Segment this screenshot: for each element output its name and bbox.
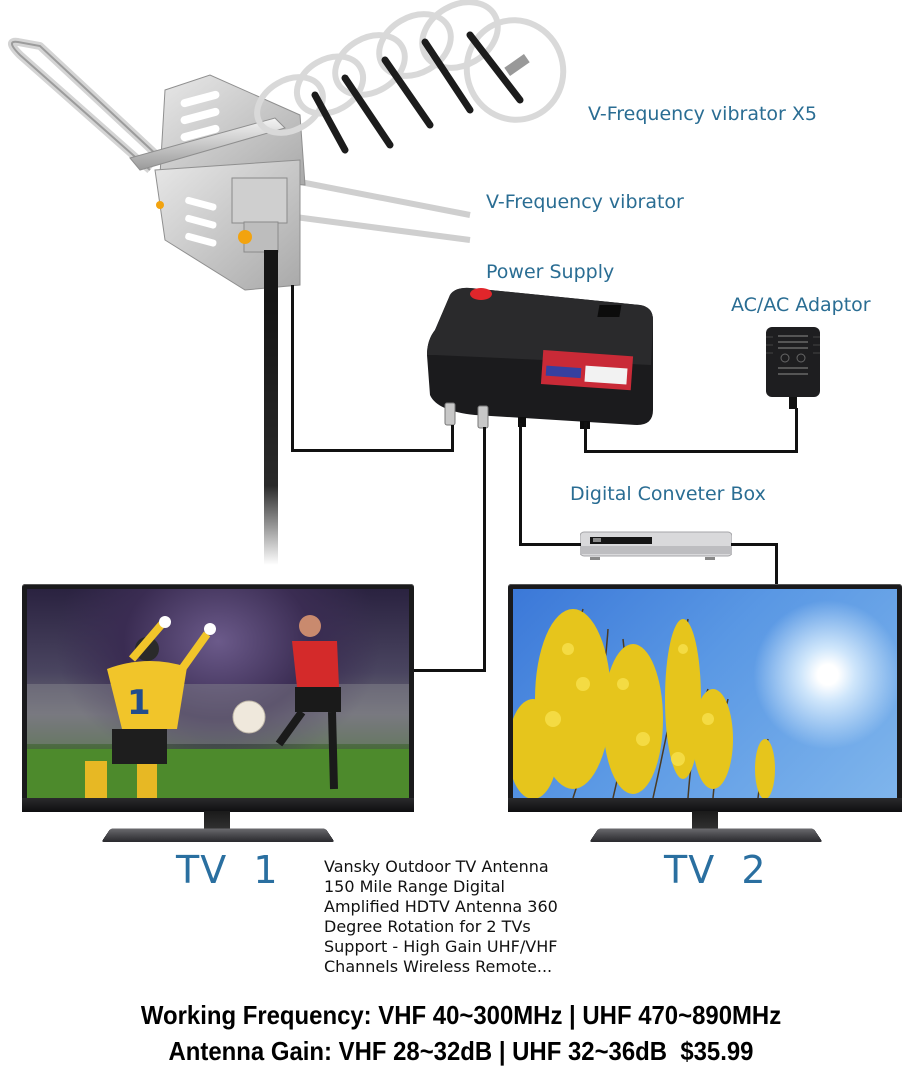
tv-2-screen (513, 589, 897, 798)
digital-converter-box (579, 530, 733, 560)
label-converter-box: Digital Conveter Box (570, 483, 766, 505)
tv-1-stand-base (101, 828, 335, 842)
soccer-scene-icon: 1 (27, 615, 409, 798)
svg-text:1: 1 (127, 683, 151, 723)
tv-1-bezel (22, 798, 414, 812)
antenna-illustration-icon (8, 0, 567, 300)
power-supply-box (425, 285, 655, 435)
label-vibrator: V-Frequency vibrator (486, 191, 684, 213)
wire-converter-to-tv2 (775, 543, 778, 587)
antenna-mast (264, 300, 278, 565)
power-indicator-icon (470, 288, 492, 300)
description-line: Support - High Gain UHF/VHF (324, 937, 558, 956)
description-line: Vansky Outdoor TV Antenna (324, 857, 549, 876)
wire-antenna-to-power-supply-h (291, 449, 454, 452)
tv-2-label: TV 2 (664, 848, 767, 892)
tv-2-stand-neck (692, 811, 718, 831)
description-line: 150 Mile Range Digital (324, 877, 505, 896)
wire-power-supply-to-converter-h (519, 543, 581, 546)
wire-antenna-to-power-supply-v2 (451, 425, 454, 452)
antenna (0, 0, 600, 300)
wire-power-supply-to-tv1-h (413, 669, 486, 672)
ac-adaptor (763, 325, 823, 410)
tv-1-screen: 1 (27, 589, 409, 798)
tv-1-stand-neck (204, 811, 230, 831)
label-vibrator-x5: V-Frequency vibrator X5 (588, 103, 818, 125)
tv-2-stand-base (589, 828, 823, 842)
label-ac-adaptor: AC/AC Adaptor (731, 294, 871, 316)
tv-1-label: TV 1 (176, 848, 279, 892)
wire-adaptor-to-power-supply-h (584, 450, 798, 453)
wire-converter-to-tv2-h (731, 543, 777, 546)
product-description: Vansky Outdoor TV Antenna 150 Mile Range… (324, 857, 558, 977)
wire-power-supply-to-tv1 (483, 427, 486, 672)
flowers-scene-icon (513, 608, 775, 798)
tv-1: 1 (22, 584, 414, 812)
working-frequency-spec: Working Frequency: VHF 40~300MHz | UHF 4… (140, 1000, 782, 1030)
description-line: Channels Wireless Remote... (324, 957, 553, 976)
wire-power-supply-to-converter (519, 423, 522, 546)
wire-antenna-to-power-supply (291, 285, 294, 451)
wire-adaptor-to-power-supply-v2 (584, 422, 587, 453)
antenna-gain-spec: Antenna Gain: VHF 28~32dB | UHF 32~36dB … (168, 1036, 754, 1066)
description-line: Amplified HDTV Antenna 360 (324, 897, 558, 916)
power-switch-icon (597, 305, 622, 317)
label-power-supply: Power Supply (486, 261, 615, 283)
description-line: Degree Rotation for 2 TVs (324, 917, 531, 936)
wire-adaptor-to-power-supply (795, 408, 798, 453)
tv-2 (508, 584, 902, 812)
tv-2-bezel (508, 798, 902, 812)
